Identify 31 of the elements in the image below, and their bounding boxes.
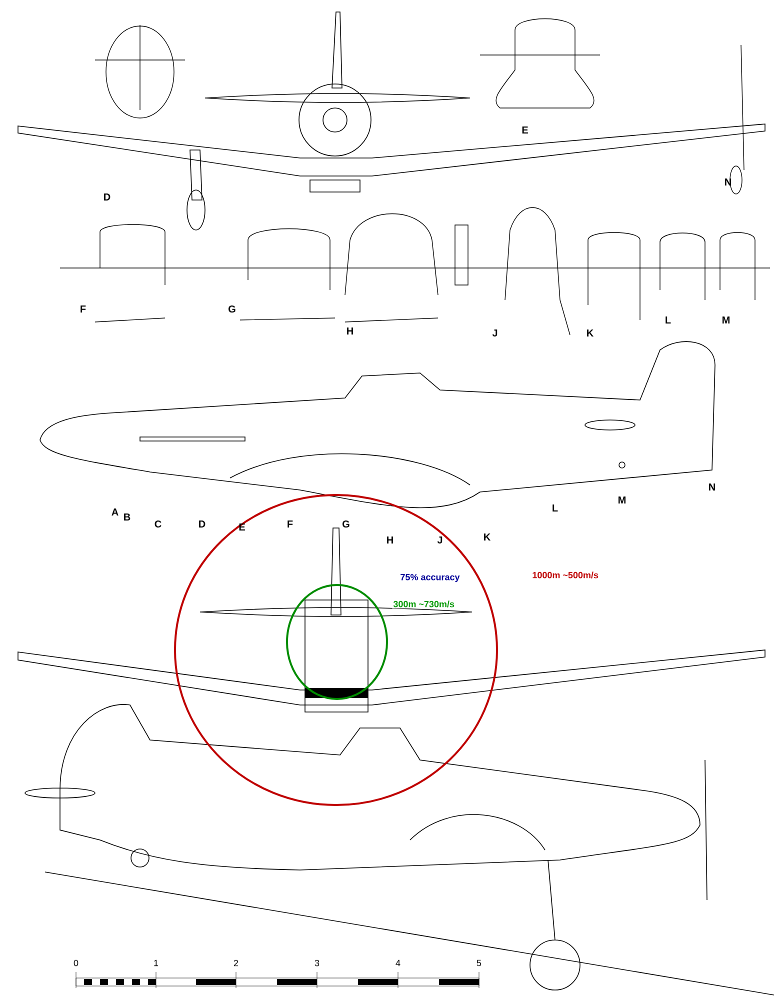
section-letter: F: [80, 306, 86, 312]
scale-number: 1: [154, 960, 158, 966]
scale-number: 4: [396, 960, 400, 966]
section-letter: M: [722, 316, 730, 324]
section-letter: F: [288, 520, 293, 528]
section-letter: D: [199, 520, 206, 528]
section-letter: J: [437, 536, 442, 544]
section-letter: H: [387, 536, 393, 544]
node-label: 300m ~730m/s: [393, 600, 454, 608]
section-letter: L: [666, 316, 671, 324]
section-letter: G: [342, 520, 350, 528]
section-letter: K: [587, 330, 594, 336]
scale-number: 3: [314, 960, 320, 966]
section-letter: N: [709, 484, 715, 490]
section-letter: G: [228, 305, 236, 313]
section-letter: D: [104, 194, 110, 200]
section-letter: L: [552, 504, 558, 512]
scale-number: 2: [234, 960, 238, 966]
section-letter: M: [618, 496, 626, 504]
section-letter: J: [492, 330, 498, 336]
section-letter: B: [124, 514, 130, 520]
scale-number: 0: [74, 960, 78, 966]
section-letter: H: [347, 328, 353, 334]
section-letter: E: [522, 126, 528, 134]
scale-number: 5: [476, 960, 482, 966]
node-label: 1000m ~500m/s: [532, 572, 598, 578]
section-letter: C: [154, 520, 162, 528]
section-letter: A: [112, 508, 118, 516]
section-letter: K: [484, 534, 491, 540]
section-letter: E: [239, 524, 245, 530]
accuracy-note: 75% accuracy: [400, 574, 460, 582]
